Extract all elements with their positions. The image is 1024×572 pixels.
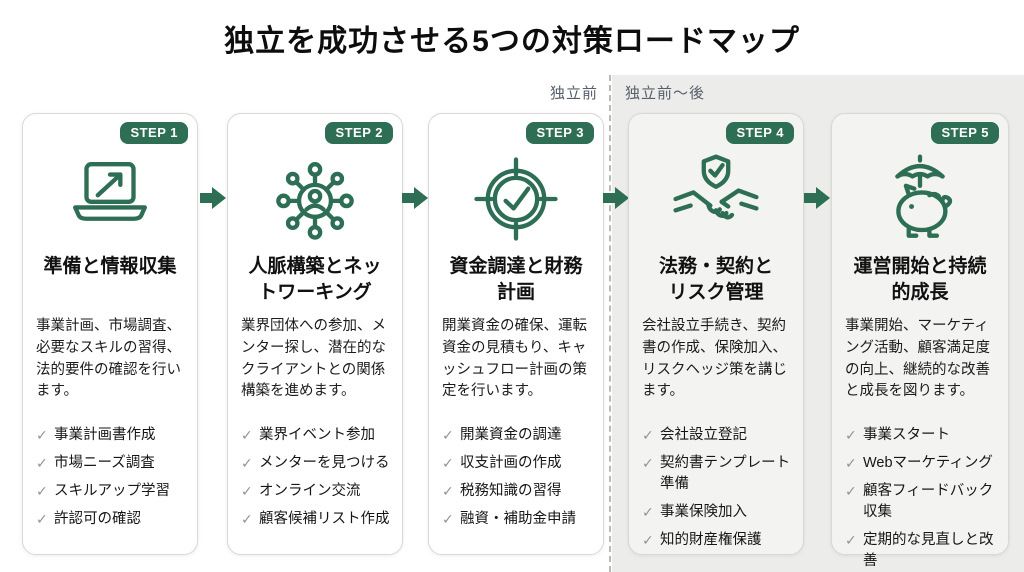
step-1-title: 準備と情報収集 [43, 256, 177, 277]
zone-label-before-after: 独立前〜後 [625, 85, 706, 102]
step-5-description: 事業開始、マーケティング活動、顧客満足度の向上、継続的な改善と成長を図ります。 [845, 318, 990, 400]
umbrella-piggy-bank-icon [832, 150, 1008, 248]
step-3-title: 資金調達と財務 計画 [449, 256, 583, 304]
checklist-item: ✓顧客フィードバック収集 [845, 483, 994, 521]
step-1-description: 事業計画、市場調査、必要なスキルの習得、法的要件の確認を行います。 [36, 318, 181, 400]
checklist-item: ✓事業計画書作成 [36, 425, 187, 446]
checklist-item: ✓メンターを見つける [241, 453, 392, 474]
checklist-item: ✓許認可の確認 [36, 509, 187, 530]
step-card-4: STEP 4 法務・契約と リスク管理 会社設立手続き、契約書の作成、保険加入、… [628, 113, 804, 555]
target-check-icon [429, 150, 603, 248]
step-card-1: STEP 1 準備と情報収集 事業計画、市場調査、必要なスキルの習得、法的要件の… [22, 113, 198, 555]
step-card-2: STEP 2 人脈構築とネッ トワーキング 業界団体への参加、メンター探し、潜在… [227, 113, 403, 555]
step-4-title: 法務・契約と リスク管理 [658, 256, 773, 304]
step-2-description: 業界団体への参加、メンター探し、潜在的なクライアントとの関係構築を進めます。 [241, 318, 386, 400]
check-icon: ✓ [442, 427, 454, 443]
arrow-right-icon [804, 186, 830, 210]
check-icon: ✓ [241, 483, 253, 500]
checklist-item: ✓定期的な見直しと改善 [845, 532, 994, 570]
checklist-item: ✓オンライン交流 [241, 481, 392, 502]
step-card-5: STEP 5 運営開始と持続 的成長 事業開始、マーケティング活動、顧客満足度の… [831, 113, 1009, 569]
step-1-badge: STEP 1 [120, 122, 188, 144]
check-icon: ✓ [442, 455, 454, 472]
check-icon: ✓ [845, 483, 857, 500]
check-icon: ✓ [241, 427, 253, 443]
check-icon: ✓ [642, 532, 654, 549]
checklist-item: ✓事業スタート [845, 425, 998, 446]
step-2-checklist: ✓業界イベント参加 ✓メンターを見つける ✓オンライン交流 ✓顧客候補リスト作成 [241, 425, 392, 530]
step-5-title: 運営開始と持続 的成長 [853, 256, 987, 304]
check-icon: ✓ [845, 427, 857, 443]
checklist-item: ✓融資・補助金申請 [442, 509, 593, 530]
checklist-item: ✓事業保険加入 [642, 502, 793, 523]
check-icon: ✓ [442, 511, 454, 528]
checklist-item: ✓税務知識の習得 [442, 481, 593, 502]
check-icon: ✓ [36, 427, 48, 443]
check-icon: ✓ [642, 455, 654, 472]
step-4-checklist: ✓会社設立登記 ✓契約書テンプレート準備 ✓事業保険加入 ✓知的財産権保護 [642, 425, 793, 551]
checklist-item: ✓収支計画の作成 [442, 453, 593, 474]
zone-divider-dashed-line [609, 75, 611, 572]
step-3-checklist: ✓開業資金の調達 ✓収支計画の作成 ✓税務知識の習得 ✓融資・補助金申請 [442, 425, 593, 530]
check-icon: ✓ [36, 483, 48, 500]
checklist-item: ✓開業資金の調達 [442, 425, 593, 446]
arrow-right-icon [603, 186, 629, 210]
checklist-item: ✓業界イベント参加 [241, 425, 392, 446]
step-4-badge: STEP 4 [726, 122, 794, 144]
check-icon: ✓ [241, 455, 253, 472]
network-icon [228, 150, 402, 248]
zone-label-before: 独立前 [549, 85, 598, 102]
checklist-item: ✓市場ニーズ調査 [36, 453, 187, 474]
laptop-growth-icon [23, 150, 197, 248]
checklist-item: ✓知的財産権保護 [642, 530, 793, 551]
arrow-right-icon [200, 186, 226, 210]
checklist-item: ✓顧客候補リスト作成 [241, 509, 392, 530]
step-2-title: 人脈構築とネッ トワーキング [248, 256, 382, 304]
step-1-checklist: ✓事業計画書作成 ✓市場ニーズ調査 ✓スキルアップ学習 ✓許認可の確認 [36, 425, 187, 530]
check-icon: ✓ [845, 455, 857, 472]
checklist-item: ✓スキルアップ学習 [36, 481, 187, 502]
check-icon: ✓ [36, 511, 48, 528]
arrow-right-icon [402, 186, 428, 210]
shield-handshake-icon [629, 150, 803, 248]
check-icon: ✓ [442, 483, 454, 500]
check-icon: ✓ [642, 427, 654, 443]
step-5-checklist: ✓事業スタート ✓Webマーケティング ✓顧客フィードバック収集 ✓定期的な見直… [845, 425, 998, 572]
checklist-item: ✓会社設立登記 [642, 425, 793, 446]
check-icon: ✓ [845, 532, 857, 549]
step-3-description: 開業資金の確保、運転資金の見積もり、キャッシュフロー計画の策定を行います。 [442, 318, 587, 400]
checklist-item: ✓契約書テンプレート準備 [642, 455, 791, 493]
checklist-item: ✓Webマーケティング [845, 453, 998, 474]
page-title: 独立を成功させる5つの対策ロードマップ [224, 25, 800, 58]
step-2-badge: STEP 2 [325, 122, 393, 144]
step-4-description: 会社設立手続き、契約書の作成、保険加入、リスクヘッジ策を講じます。 [642, 318, 787, 400]
check-icon: ✓ [241, 511, 253, 528]
check-icon: ✓ [642, 504, 654, 521]
step-3-badge: STEP 3 [526, 122, 594, 144]
step-5-badge: STEP 5 [931, 122, 999, 144]
check-icon: ✓ [36, 455, 48, 472]
step-card-3: STEP 3 資金調達と財務 計画 開業資金の確保、運転資金の見積もり、キャッシ… [428, 113, 604, 555]
